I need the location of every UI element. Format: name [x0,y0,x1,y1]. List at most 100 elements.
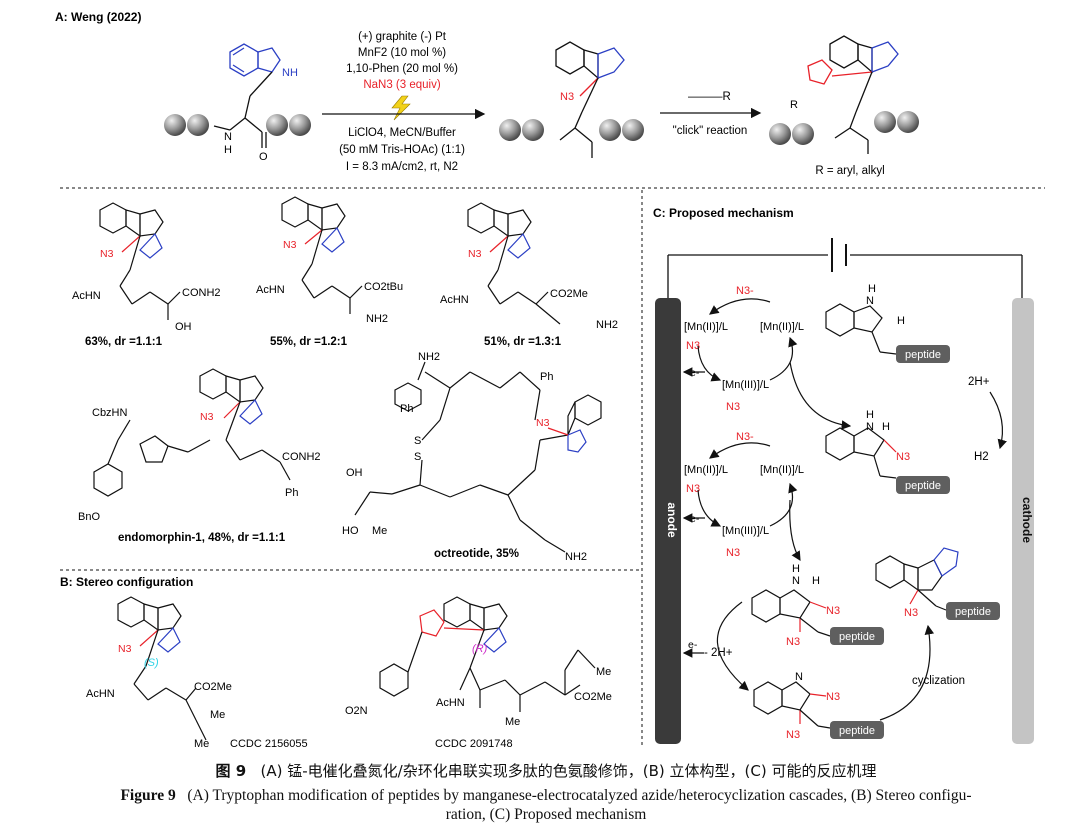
n3-rad: N3 [896,451,910,463]
cathode-bar [1012,298,1034,744]
n-ind-1: N [866,295,874,307]
panel-c-title: C: Proposed mechanism [653,206,794,220]
endo-acyl: CbzHN [92,407,128,419]
peptide-tag-4 [830,721,884,739]
cyclization-label: cyclization [912,675,965,687]
cond-5: LiClO4, MeCN/Buffer [348,127,456,139]
b2-sub-6: CO2Me [574,691,612,703]
arrow-diazide-to-imine [716,601,749,691]
resin-balls-3 [769,111,919,145]
octreo-sub-0: NH2 [418,351,440,363]
p1-sub-1: CONH2 [182,287,221,299]
h-ind-1: H [897,315,905,327]
p2-sub-1: CO2tBu [364,281,403,293]
imine-intermediate [753,681,831,729]
n3-label-p3: N3 [468,248,482,260]
n3-mn-1: N3 [686,340,700,352]
stereo-s: (S) [144,657,159,669]
h-rad-1: H [866,409,874,421]
n3-label-endo: N3 [200,411,214,423]
n3-tet: N3 [904,607,918,619]
arrow-cyclization [879,624,935,721]
caption-en-text: (A) Tryptophan modification of peptides … [187,787,972,804]
h-di-1: H [792,563,800,575]
p3-label: 51%, dr =1.3:1 [484,336,562,348]
octreotide [354,361,602,553]
mn2-left-2: [Mn(II)]/L [684,464,728,476]
lightning-icon [391,95,411,121]
p3-sub-2: NH2 [596,319,618,331]
arrow-ind-to-rad [789,361,852,430]
ccdc-2: CCDC 2091748 [435,738,513,750]
cathode-label: cathode [1020,497,1034,543]
n3-minus-1: N3- [736,285,754,297]
caption-en-label: Figure 9 [120,787,176,804]
mn3-1: [Mn(III)]/L [722,379,769,391]
cond-4: NaN3 (3 equiv) [363,79,441,91]
octreo-sub-3: S [414,435,421,447]
peptide-tag-1 [896,345,950,363]
e-minus-1: e- [690,367,700,379]
cycle-arrows-1 [682,298,798,382]
p2-sub-2: NH2 [366,313,388,325]
n3-label-p2: N3 [283,239,297,251]
r-label: R [790,99,798,111]
r-group-label: R = aryl, alkyl [815,165,884,177]
p3-sub-1: CO2Me [550,288,588,300]
battery-circuit [667,238,1023,300]
ccdc-1: CCDC 2156055 [230,738,308,750]
n3-di-2: N3 [786,636,800,648]
product-1 [99,202,181,320]
n3-label-p1: N3 [100,248,114,260]
indole-substrate [825,303,897,355]
mn2-left-1: [Mn(II)]/L [684,321,728,333]
arrow-h2 [989,391,1007,450]
anode-bar [655,298,681,744]
mn2-right-2: [Mn(II)]/L [760,464,804,476]
indole-ring [229,43,281,77]
b2-sub-8: Me [596,666,611,678]
n3-label-b1: N3 [118,643,132,655]
caption-cn-label: 图 9 [215,762,247,780]
two-h-plus: 2H+ [968,376,990,388]
stereo-s-structure [117,596,207,741]
octreo-sub-8: NH2 [565,551,587,563]
n3-imine-2: N3 [786,729,800,741]
tetrazole-product [875,547,959,611]
panel-b-title: B: Stereo configuration [60,575,193,589]
anode-label: anode [665,502,679,538]
nh-ind-1: H [868,283,876,295]
endo-sub-3: BnO [78,511,100,523]
n-rad: N [866,421,874,433]
h-di-2: H [812,575,820,587]
octreo-sub-2: Ph [540,371,553,383]
p1-sub-2: OH [175,321,192,333]
octreo-sub-4: S [414,451,421,463]
caption-cn-text: (A) 锰-电催化叠氮化/杂环化串联实现多肽的色氨酸修饰，(B) 立体构型，(C… [260,762,877,780]
peptide-tag-5 [946,602,1000,620]
peptide-label-3: peptide [839,631,875,643]
figure-canvas: A: Weng (2022) NH N H O (+) graphite (-)… [55,10,1045,750]
cond-6: (50 mM Tris-HOAc) (1:1) [339,144,465,156]
mn3-2: [Mn(III)]/L [722,525,769,537]
b2-sub-5: AcHN [436,697,465,709]
h-rad-2: H [882,421,890,433]
b1-sub-3: Me [194,738,209,750]
octreo-sub-1: Ph [400,403,413,415]
n3-imine-1: N3 [826,691,840,703]
peptide-label-2: peptide [905,480,941,492]
h-label: H [224,144,232,156]
cond-2: MnF2 (10 mol %) [358,47,446,59]
azido-product [555,41,625,158]
b2-sub-7: Me [505,716,520,728]
h2-label: H2 [974,451,989,463]
resin-balls-1 [164,114,311,136]
radical-intermediate [825,427,897,479]
peptide-label-1: peptide [905,349,941,361]
octreo-sub-5: OH [346,467,363,479]
p2-label: 55%, dr =1.2:1 [270,336,348,348]
octreo-sub-6: HO [342,525,359,537]
resin-balls-2 [499,119,644,141]
panel-a-title: A: Weng (2022) [55,10,141,24]
click-label: "click" reaction [673,125,748,137]
